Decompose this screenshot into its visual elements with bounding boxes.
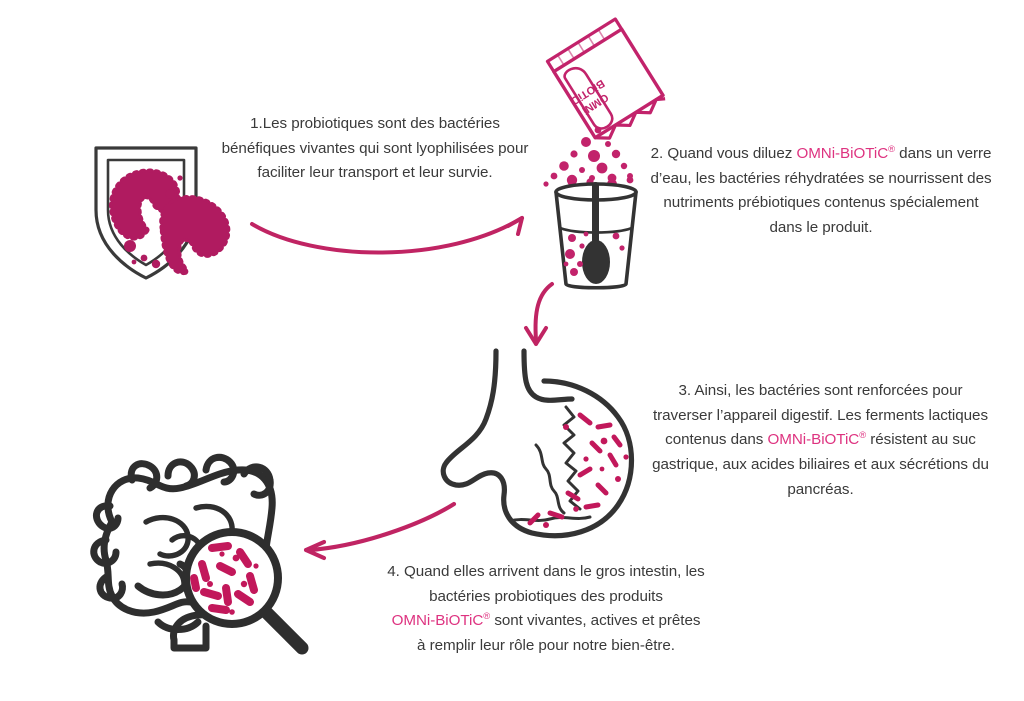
step-4-text: 4. Quand elles arrivent dans le gros int… [386, 560, 706, 659]
step-4-body-part-2: sont vivantes, actives et prêtes à rempl… [417, 612, 701, 654]
step-2-body-part-2: dans un verre d’eau, les bactéries réhyd… [650, 145, 992, 236]
stomach-bacteria-dots-icon [543, 424, 629, 528]
arrow-step1-to-step2 [246, 198, 546, 268]
step-1-body: 1.Les probiotiques sont des bactéries bé… [221, 115, 529, 182]
sachet-packet-illustration: OMNi BiOTiC [524, 17, 684, 187]
step-3-text: 3. Ainsi, les bactéries sont renforcées … [648, 379, 993, 502]
water-glass-illustration [536, 175, 666, 296]
arrow-step3-to-step4 [292, 498, 482, 568]
dissolved-bacteria-dots-icon [563, 231, 625, 276]
magnifying-glass-icon [182, 528, 309, 655]
stomach-illustration [440, 345, 660, 545]
sachet-icon: OMNi BiOTiC [545, 17, 666, 140]
bacteria-cluster-icon [109, 168, 231, 275]
brand-name-step-2: OMNi-BiOTiC® [796, 142, 896, 162]
step-4-body-part-1: 4. Quand elles arrivent dans le gros int… [387, 563, 705, 605]
intestine-illustration [76, 436, 356, 656]
powder-dots-icon [543, 126, 633, 187]
stomach-bacteria-icon [527, 412, 623, 526]
stomach-icon [440, 348, 635, 539]
step-2-body-part-1: 2. Quand vous diluez [650, 145, 797, 162]
magnified-bacteria-dots-icon [207, 551, 259, 615]
shield-with-bacteria-illustration [84, 138, 264, 288]
large-intestine-icon [90, 453, 276, 652]
step-3-body-part-1: 3. Ainsi, les bactéries sont renforcées … [652, 382, 988, 449]
arrow-step2-to-step3 [512, 278, 582, 358]
brand-name-step-4: OMNi-BiOTiC® [391, 610, 491, 630]
spoon-icon [582, 182, 610, 284]
step-2-text: 2. Quand vous diluez OMNi-BiOTiC® dans u… [646, 142, 996, 241]
magnified-bacteria-icon [190, 542, 258, 614]
step-3-body-part-2: résistent au suc gastrique, aux acides b… [652, 431, 989, 498]
stomach-lining-icon [508, 405, 592, 523]
brand-name-step-3: OMNi-BiOTiC® [767, 429, 867, 449]
step-1-text: 1.Les probiotiques sont des bactéries bé… [214, 112, 536, 186]
